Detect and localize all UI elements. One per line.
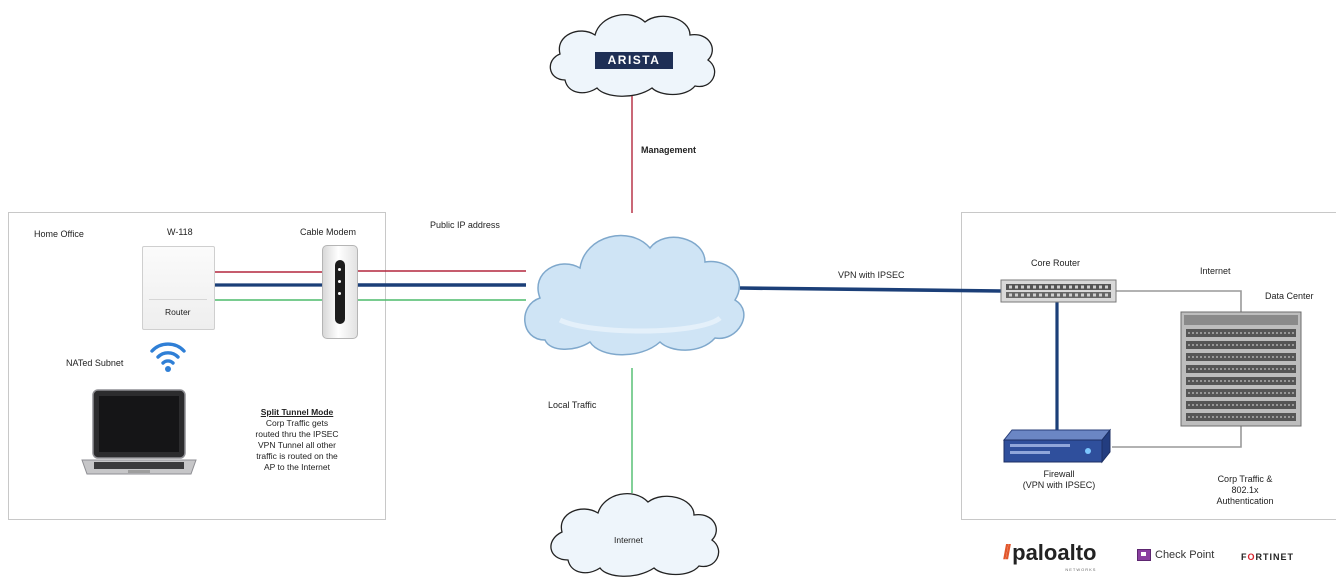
vpn-label: VPN with IPSEC xyxy=(838,270,905,280)
subnet-label: NATed Subnet xyxy=(66,358,124,368)
firewall-icon xyxy=(1002,428,1112,464)
corp-traffic-line: 802.1x xyxy=(1231,485,1259,495)
public-ip-label: Public IP address xyxy=(430,220,500,230)
arista-logo: ARISTA xyxy=(595,52,673,69)
central-cloud xyxy=(524,234,745,356)
fortinet-o: O xyxy=(1247,552,1256,562)
split-tunnel-line: VPN Tunnel all other xyxy=(258,440,336,450)
router-label: Router xyxy=(165,307,191,317)
paloalto-sub: NETWORKS xyxy=(1065,567,1097,572)
firewall-dc-link xyxy=(1112,426,1242,448)
internet-cloud-label: Internet xyxy=(614,535,643,545)
firewall-label-line: Firewall xyxy=(1043,469,1075,479)
checkpoint-wordmark: Check Point xyxy=(1155,549,1215,561)
local-traffic-label: Local Traffic xyxy=(548,400,597,410)
internet-cloud xyxy=(550,493,720,577)
laptop-icon xyxy=(81,389,197,475)
fortinet-logo: FORTINET xyxy=(1241,552,1294,562)
checkpoint-logo: Check Point xyxy=(1137,549,1214,561)
corp-traffic-line: Authentication xyxy=(1216,496,1274,506)
core-router-label: Core Router xyxy=(1031,258,1081,268)
split-tunnel-line: AP to the Internet xyxy=(264,462,330,472)
data-center-label: Data Center xyxy=(1265,291,1314,301)
paloalto-mark-icon: // xyxy=(1003,541,1011,564)
split-tunnel-line: Corp Traffic gets xyxy=(265,418,329,428)
fortinet-rest: RTINET xyxy=(1255,552,1295,562)
paloalto-logo: // paloalto NETWORKS xyxy=(1003,540,1097,572)
cable-modem-label: Cable Modem xyxy=(300,227,357,237)
corp-traffic-line: Corp Traffic & xyxy=(1217,474,1273,484)
router-dc-internet-link xyxy=(1116,290,1242,318)
checkpoint-mark-icon xyxy=(1137,549,1151,561)
paloalto-wordmark: paloalto xyxy=(1012,540,1097,565)
dc-internet-label: Internet xyxy=(1200,266,1231,276)
chassis-switch-icon xyxy=(1180,311,1302,427)
core-router-icon xyxy=(1000,279,1117,303)
firewall-label: Firewall (VPN with IPSEC) xyxy=(1004,469,1114,491)
firewall-label-line: (VPN with IPSEC) xyxy=(1022,480,1096,490)
split-tunnel-line: traffic is routed on the xyxy=(256,451,338,461)
vpn-link xyxy=(739,286,1002,293)
split-tunnel-line: routed thru the IPSEC xyxy=(255,429,339,439)
home-office-title: Home Office xyxy=(34,229,84,239)
corp-traffic-label: Corp Traffic & 802.1x Authentication xyxy=(1190,474,1300,507)
split-tunnel-note: Split Tunnel Mode Corp Traffic gets rout… xyxy=(222,407,372,473)
ap-model-label: W-118 xyxy=(167,227,193,237)
split-tunnel-heading: Split Tunnel Mode xyxy=(260,407,334,417)
cable-modem-icon xyxy=(322,245,358,339)
management-label: Management xyxy=(641,145,697,155)
fortinet-f: F xyxy=(1241,552,1248,562)
access-point-icon: Router xyxy=(142,246,215,330)
wifi-icon xyxy=(150,342,186,372)
